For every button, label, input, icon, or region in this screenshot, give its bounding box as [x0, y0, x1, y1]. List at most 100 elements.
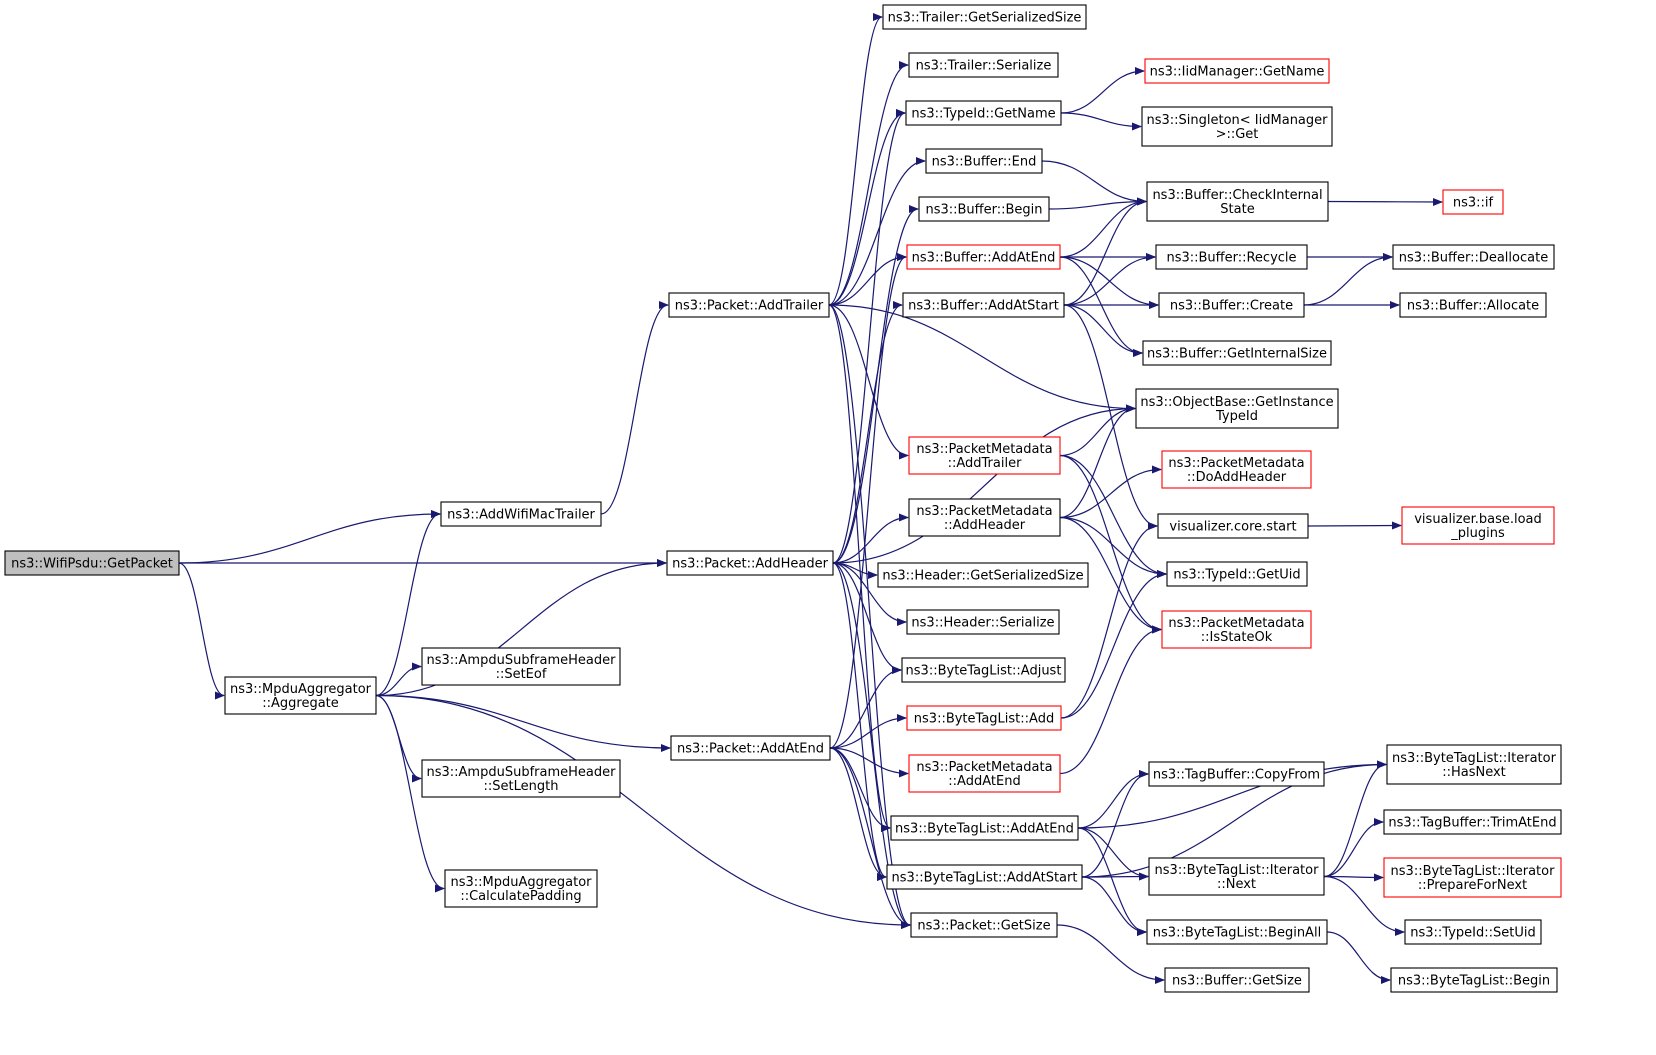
node-box[interactable]	[1135, 388, 1339, 429]
node-box[interactable]	[1157, 513, 1309, 539]
node-box[interactable]	[906, 244, 1061, 270]
node-box[interactable]	[925, 148, 1043, 174]
node-bufferend[interactable]: ns3::Buffer::End	[925, 148, 1043, 174]
node-box[interactable]	[882, 4, 1087, 30]
node-tagbuffercopyfrom[interactable]: ns3::TagBuffer::CopyFrom	[1148, 761, 1325, 787]
node-box[interactable]	[908, 754, 1061, 793]
node-bufferallocate[interactable]: ns3::Buffer::Allocate	[1399, 292, 1547, 318]
node-box[interactable]	[901, 657, 1066, 683]
node-singletonget[interactable]: ns3::Singleton< IidManager>::Get	[1141, 106, 1333, 147]
node-box[interactable]	[440, 501, 602, 527]
node-box[interactable]	[906, 705, 1062, 731]
node-box[interactable]	[1383, 857, 1562, 898]
node-calcpadding[interactable]: ns3::MpduAggregator::CalculatePadding	[444, 869, 598, 908]
node-bufferdeallocate[interactable]: ns3::Buffer::Deallocate	[1392, 244, 1555, 270]
node-box[interactable]	[1392, 244, 1555, 270]
node-packetgetsize[interactable]: ns3::Packet::GetSize	[910, 912, 1058, 938]
node-ns3if[interactable]: ns3::if	[1442, 189, 1504, 215]
node-buffergetinternalsize[interactable]: ns3::Buffer::GetInternalSize	[1142, 340, 1332, 366]
node-packetaddtrailer[interactable]: ns3::Packet::AddTrailer	[668, 292, 830, 318]
node-btlbegin[interactable]: ns3::ByteTagList::Begin	[1390, 967, 1558, 993]
node-setlength[interactable]: ns3::AmpduSubframeHeader::SetLength	[421, 759, 621, 798]
node-pmaddatend[interactable]: ns3::PacketMetadata::AddAtEnd	[908, 754, 1061, 793]
node-box[interactable]	[666, 550, 834, 576]
node-box[interactable]	[1144, 58, 1330, 84]
node-bufferaddatstart[interactable]: ns3::Buffer::AddAtStart	[902, 292, 1065, 318]
node-box[interactable]	[1161, 610, 1312, 649]
node-box[interactable]	[1164, 967, 1310, 993]
node-root[interactable]: ns3::WifiPsdu::GetPacket	[4, 550, 180, 576]
node-box[interactable]	[1141, 106, 1333, 147]
node-btliterpreparefornext[interactable]: ns3::ByteTagList::Iterator::PrepareForNe…	[1383, 857, 1562, 898]
node-box[interactable]	[668, 292, 830, 318]
node-box[interactable]	[670, 735, 831, 761]
node-pmisstateok[interactable]: ns3::PacketMetadata::IsStateOk	[1161, 610, 1312, 649]
node-box[interactable]	[1390, 967, 1558, 993]
node-bufferaddatend[interactable]: ns3::Buffer::AddAtEnd	[906, 244, 1061, 270]
node-btlbeginall[interactable]: ns3::ByteTagList::BeginAll	[1146, 919, 1328, 945]
node-box[interactable]	[1148, 857, 1325, 896]
node-box[interactable]	[421, 759, 621, 798]
node-box[interactable]	[1166, 561, 1308, 587]
node-pmaddheader[interactable]: ns3::PacketMetadata::AddHeader	[908, 498, 1061, 537]
node-pmdoaddheader[interactable]: ns3::PacketMetadata::DoAddHeader	[1161, 450, 1312, 489]
node-box[interactable]	[908, 52, 1059, 78]
node-addwifimactrailer[interactable]: ns3::AddWifiMacTrailer	[440, 501, 602, 527]
node-bufferbegin[interactable]: ns3::Buffer::Begin	[918, 196, 1050, 222]
node-box[interactable]	[444, 869, 598, 908]
node-box[interactable]	[4, 550, 180, 576]
node-box[interactable]	[421, 647, 621, 686]
node-headergetserializedsize[interactable]: ns3::Header::GetSerializedSize	[877, 562, 1089, 588]
node-box[interactable]	[1146, 919, 1328, 945]
node-box[interactable]	[1142, 340, 1332, 366]
node-box[interactable]	[1158, 292, 1305, 318]
node-bufferrecycle[interactable]: ns3::Buffer::Recycle	[1155, 244, 1308, 270]
node-vizcorestart[interactable]: visualizer.core.start	[1157, 513, 1309, 539]
node-box[interactable]	[910, 912, 1058, 938]
node-typeidgetname[interactable]: ns3::TypeId::GetName	[905, 100, 1062, 126]
node-btladdatstart[interactable]: ns3::ByteTagList::AddAtStart	[886, 864, 1083, 890]
node-tagbuffertrimatend[interactable]: ns3::TagBuffer::TrimAtEnd	[1383, 809, 1562, 835]
node-packetaddatend[interactable]: ns3::Packet::AddAtEnd	[670, 735, 831, 761]
node-box[interactable]	[1161, 450, 1312, 489]
node-box[interactable]	[908, 436, 1061, 475]
node-box[interactable]	[1399, 292, 1547, 318]
node-box[interactable]	[890, 815, 1079, 841]
node-box[interactable]	[905, 100, 1062, 126]
node-vizloadplugins[interactable]: visualizer.base.load_plugins	[1401, 506, 1555, 545]
node-box[interactable]	[908, 498, 1061, 537]
node-trailergetserializedsize[interactable]: ns3::Trailer::GetSerializedSize	[882, 4, 1087, 30]
node-box[interactable]	[906, 609, 1060, 635]
node-seteof[interactable]: ns3::AmpduSubframeHeader::SetEof	[421, 647, 621, 686]
node-box[interactable]	[1148, 761, 1325, 787]
node-box[interactable]	[1401, 506, 1555, 545]
node-iidgetname[interactable]: ns3::IidManager::GetName	[1144, 58, 1330, 84]
node-box[interactable]	[1383, 809, 1562, 835]
node-box[interactable]	[1155, 244, 1308, 270]
node-buffergetsize[interactable]: ns3::Buffer::GetSize	[1164, 967, 1310, 993]
node-box[interactable]	[1404, 919, 1542, 945]
node-box[interactable]	[1386, 744, 1562, 785]
node-mpduaggregate[interactable]: ns3::MpduAggregator::Aggregate	[224, 676, 377, 715]
node-pmaddtrailer[interactable]: ns3::PacketMetadata::AddTrailer	[908, 436, 1061, 475]
node-btladdatend[interactable]: ns3::ByteTagList::AddAtEnd	[890, 815, 1079, 841]
node-trailerserialize[interactable]: ns3::Trailer::Serialize	[908, 52, 1059, 78]
node-box[interactable]	[1146, 181, 1329, 222]
node-box[interactable]	[902, 292, 1065, 318]
node-packetaddheader[interactable]: ns3::Packet::AddHeader	[666, 550, 834, 576]
node-box[interactable]	[224, 676, 377, 715]
node-headerserialize[interactable]: ns3::Header::Serialize	[906, 609, 1060, 635]
node-box[interactable]	[1442, 189, 1504, 215]
node-box[interactable]	[877, 562, 1089, 588]
node-box[interactable]	[918, 196, 1050, 222]
node-buffercreate[interactable]: ns3::Buffer::Create	[1158, 292, 1305, 318]
node-btladd[interactable]: ns3::ByteTagList::Add	[906, 705, 1062, 731]
node-typeidsetuid[interactable]: ns3::TypeId::SetUid	[1404, 919, 1542, 945]
node-btliterhasnext[interactable]: ns3::ByteTagList::Iterator::HasNext	[1386, 744, 1562, 785]
node-btliternext[interactable]: ns3::ByteTagList::Iterator::Next	[1148, 857, 1325, 896]
node-box[interactable]	[886, 864, 1083, 890]
node-typeidgetuid[interactable]: ns3::TypeId::GetUid	[1166, 561, 1308, 587]
node-btladjust[interactable]: ns3::ByteTagList::Adjust	[901, 657, 1066, 683]
